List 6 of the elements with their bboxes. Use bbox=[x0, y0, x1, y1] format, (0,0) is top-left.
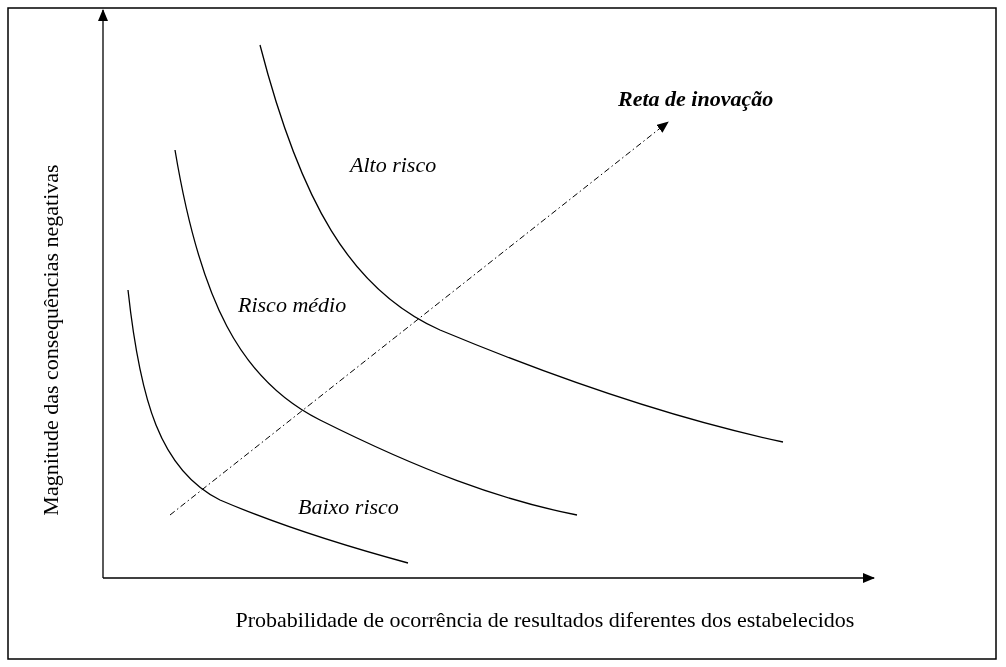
curve-label: Alto risco bbox=[350, 152, 437, 178]
curve-label: Baixo risco bbox=[298, 494, 399, 520]
line-label: Reta de inovação bbox=[618, 86, 774, 112]
axis-label: Magnitude das consequências negativas bbox=[37, 164, 64, 516]
curve-label: Risco médio bbox=[238, 292, 347, 318]
axis-label: Probabilidade de ocorrência de resultados diferentes dos estabelecidos bbox=[235, 607, 855, 633]
